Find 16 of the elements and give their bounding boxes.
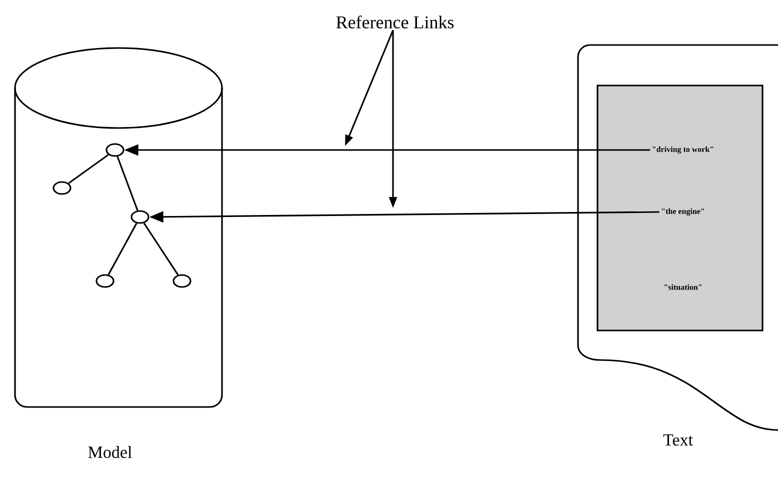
node-label: Model [88,446,132,458]
shaded-panel [596,84,764,332]
tree-branch [108,222,138,276]
quoted-phrase: "driving to work" [652,146,714,154]
tree-branch [68,154,109,184]
tree-node [106,143,124,157]
tree-branch [116,156,138,211]
tree-node [52,181,72,195]
quoted-phrase: "the engine" [662,208,704,216]
tree-branch [143,222,179,276]
heading: Reference Links [336,16,454,28]
cylinder: Model [14,47,223,458]
tree-node [130,210,150,224]
tree-node [96,274,114,288]
quoted-phrase: "situation" [664,284,702,290]
tree-node [172,274,192,288]
